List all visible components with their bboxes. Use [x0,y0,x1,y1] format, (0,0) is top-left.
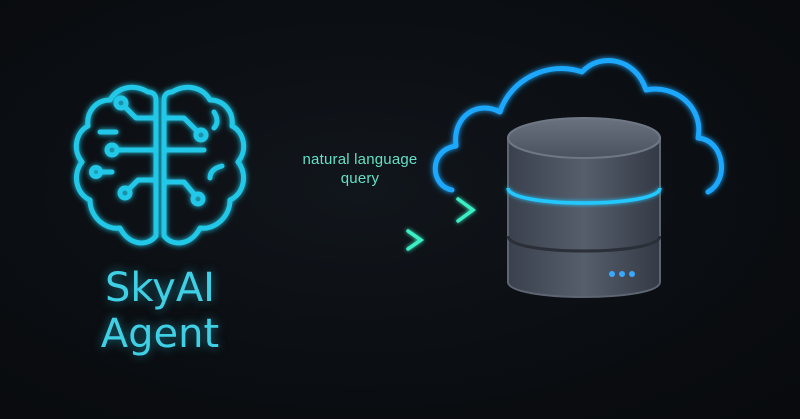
brand-name-line-2: Agent [100,311,220,357]
upper-arrow-head [456,197,476,223]
brand-name-line-1: SkyAI [105,265,215,311]
brand-name: SkyAI Agent [60,265,260,357]
flow-label-line-2: query [340,170,380,187]
database-cylinder [506,117,662,298]
arrow-right-icon [260,197,476,251]
cloud-outline [432,57,724,195]
cloud-database-icon [432,57,724,298]
lower-arrow-head [406,229,425,251]
flow-label-line-1: natural language [302,151,418,168]
database-accent-band [506,187,662,205]
flow-label: natural language query [284,150,436,188]
database-status-dots [609,271,635,277]
brain-circuit-icon [73,84,247,246]
